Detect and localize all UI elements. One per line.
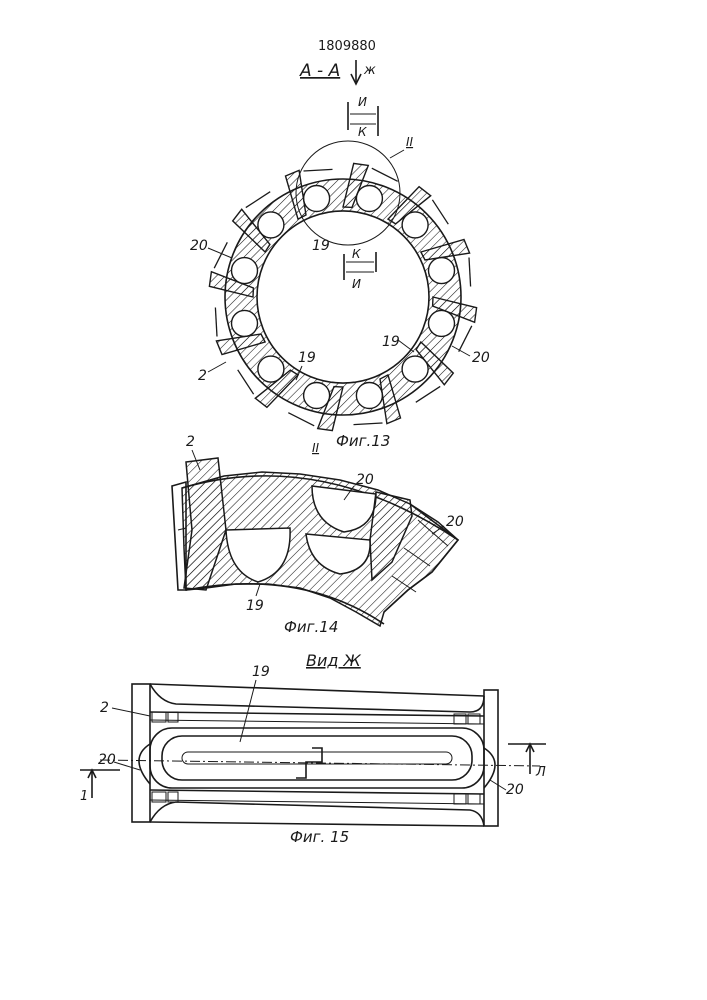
caption-marker: II <box>312 441 320 455</box>
ring-pocket <box>304 383 330 409</box>
ring-shroud <box>416 386 440 402</box>
ring-shroud <box>288 413 314 426</box>
ring-pocket <box>356 383 382 409</box>
cut-mark-left: 1 <box>80 770 120 804</box>
ring-pocket <box>429 310 455 336</box>
ring-shroud <box>469 258 471 287</box>
fig13-caption: Фиг.13 <box>336 432 390 450</box>
figure-13: А - А ж И К II К И 20 19 19 <box>190 60 490 455</box>
ring-pocket <box>232 310 258 336</box>
fig15-label-20-left: 20 <box>98 752 116 768</box>
central-slot <box>162 736 472 780</box>
cut-mark-right: Л <box>508 744 546 780</box>
ring-shroud <box>246 192 270 208</box>
ring-pocket <box>356 186 382 212</box>
rotor-ring <box>209 163 476 430</box>
figure-14: 2 20 20 19 Фиг.14 <box>172 434 464 636</box>
section-mark-inner: К И <box>344 247 376 291</box>
view-title: Вид Ж <box>306 651 362 670</box>
label-19-right: 19 <box>382 334 400 350</box>
section-mark-top: И К <box>348 95 378 139</box>
label-19-bottom: 19 <box>298 350 316 366</box>
ring-shroud <box>372 168 398 181</box>
fig14-label-20-top: 20 <box>356 472 374 488</box>
label-19-inner: 19 <box>312 238 330 254</box>
ring-shroud <box>432 200 448 224</box>
ring-shroud <box>238 370 254 394</box>
section-mark-inner-lower: И <box>352 277 361 291</box>
ring-pocket <box>304 186 330 212</box>
fig15-label-2: 2 <box>100 700 109 716</box>
cut-label-right: Л <box>535 765 546 780</box>
label-20-right: 20 <box>472 350 490 366</box>
central-body <box>150 728 484 788</box>
figure-15: Вид Ж <box>80 651 546 846</box>
section-mark-top-upper: И <box>358 95 367 109</box>
fig15-label-19: 19 <box>252 664 270 680</box>
detail-marker: II <box>406 135 414 149</box>
patent-number: 1809880 <box>318 39 376 54</box>
fig14-label-19: 19 <box>246 598 264 614</box>
view-arrow: ж <box>351 60 376 84</box>
ring-shroud <box>215 308 217 337</box>
ring-body <box>225 179 461 415</box>
cut-label-left: 1 <box>80 789 88 804</box>
ring-shroud <box>304 169 333 171</box>
ring-shroud <box>354 423 383 425</box>
fig14-label-2: 2 <box>186 434 195 450</box>
section-mark-inner-upper: К <box>352 247 361 261</box>
ring-shroud <box>459 326 472 352</box>
fig15-label-20-right: 20 <box>506 782 524 798</box>
fig14-label-20-right: 20 <box>446 514 464 530</box>
ring-pocket <box>232 258 258 284</box>
section-mark-top-lower: К <box>358 125 367 139</box>
fig15-caption: Фиг. 15 <box>290 828 349 846</box>
view-arrow-label: ж <box>363 63 376 78</box>
side-plate-right <box>484 690 498 826</box>
fig14-caption: Фиг.14 <box>284 618 338 636</box>
label-20-left: 20 <box>190 238 208 254</box>
label-2: 2 <box>198 368 207 384</box>
section-title: А - А <box>299 61 340 81</box>
ring-pocket <box>429 258 455 284</box>
